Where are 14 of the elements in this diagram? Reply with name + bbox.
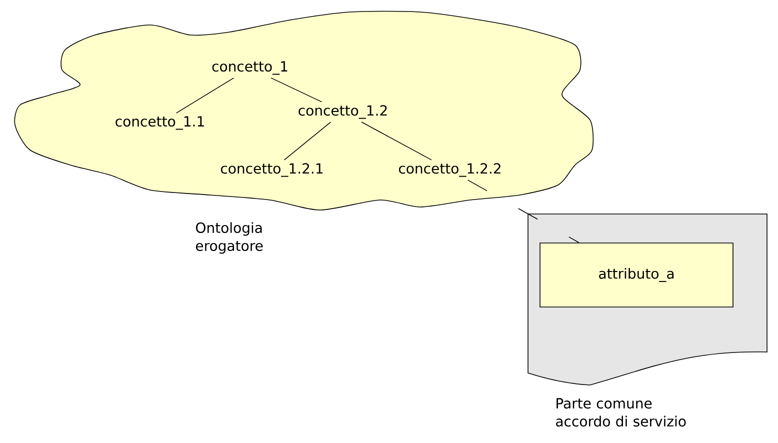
concept-label: concetto_1.1 — [116, 116, 204, 130]
connector-line — [270, 78, 322, 102]
connector-line — [361, 122, 432, 160]
node-label: Parte comune accordo di servizio — [556, 398, 686, 427]
concept-label: concetto_1.2 — [298, 105, 387, 119]
cloud — [14, 10, 594, 210]
attribute-box: attributo_a — [540, 242, 734, 308]
concept-label: concetto_1.2.1 — [220, 163, 323, 177]
connector-line — [284, 122, 332, 160]
connector-line — [176, 78, 234, 114]
dashed-line — [467, 180, 580, 243]
concept-label: concetto_1.2.2 — [398, 163, 500, 177]
concept-label: concetto_1 — [212, 61, 288, 75]
node-label: Ontologia erogatore — [196, 222, 263, 254]
